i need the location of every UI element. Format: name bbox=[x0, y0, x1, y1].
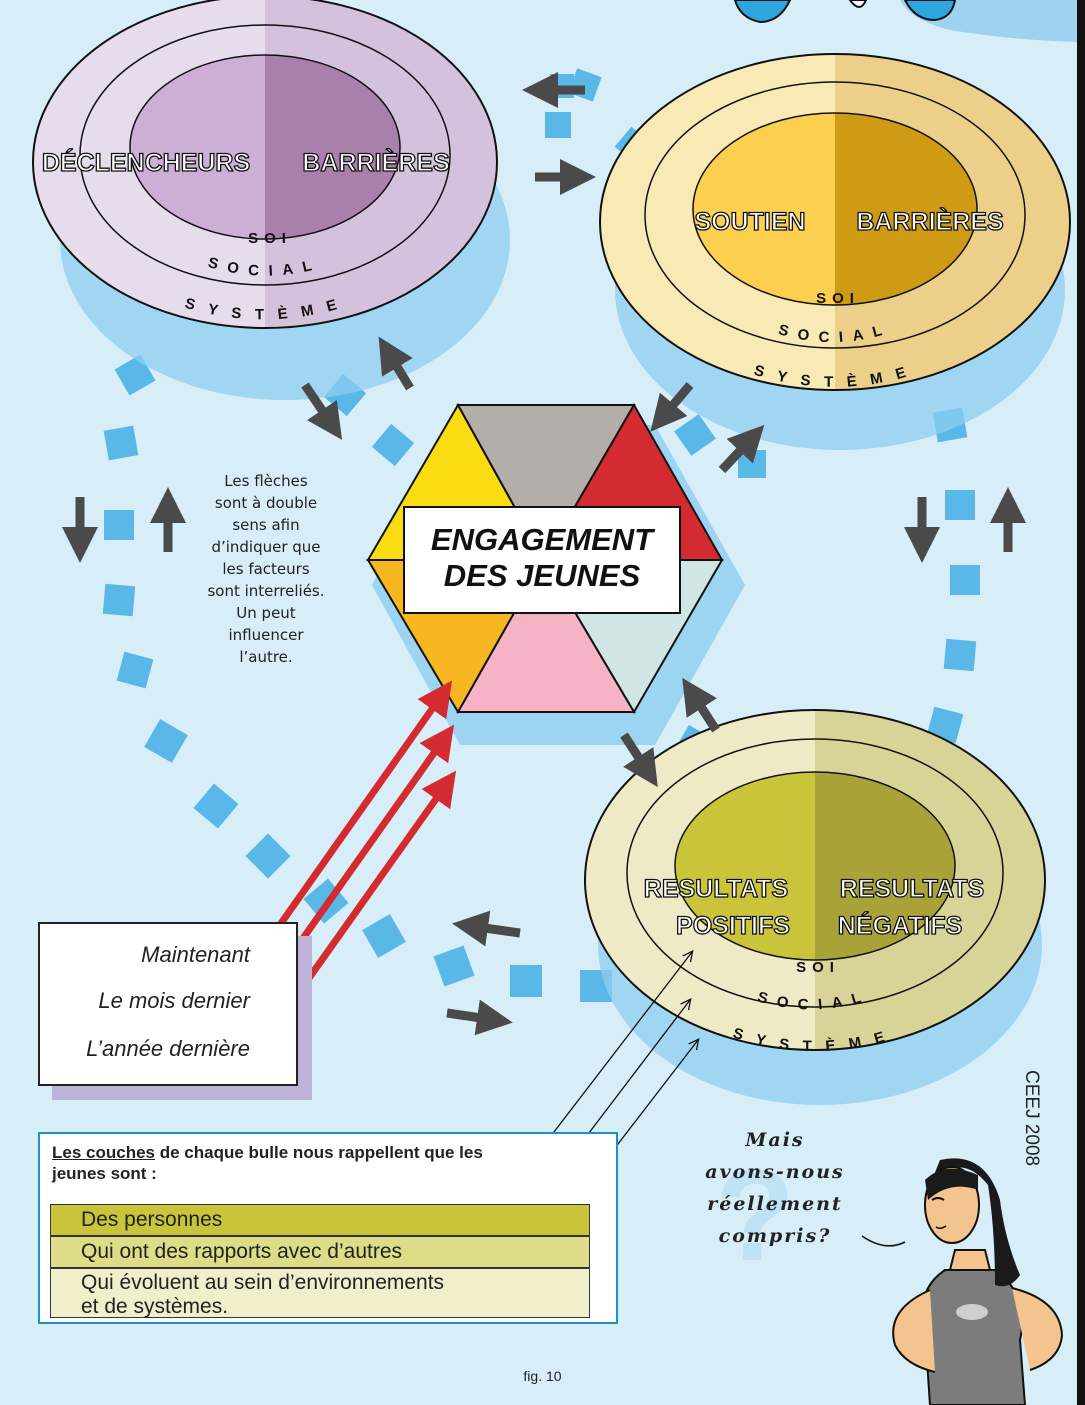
heading-barriers-right: BARRIÈRES bbox=[856, 207, 1003, 236]
bubble-triggers-barriers bbox=[32, 0, 510, 400]
legend-row-self: Des personnes bbox=[50, 1204, 590, 1236]
time-last-year: L’année dernière bbox=[86, 1036, 250, 1061]
legend-row-social: Qui ont des rapports avec d’autres bbox=[50, 1236, 590, 1268]
arrow-right-bottom bbox=[446, 999, 513, 1036]
tr-self-label: SOI bbox=[816, 290, 860, 307]
credit-label: CEEJ 2008 bbox=[1021, 1070, 1042, 1167]
time-now: Maintenant bbox=[141, 942, 250, 967]
heading-support: SOUTIEN bbox=[694, 208, 805, 236]
thinking-girl-illustration bbox=[892, 1158, 1064, 1405]
arrow-now bbox=[255, 680, 453, 959]
bubble-results bbox=[584, 709, 1046, 1105]
center-label-box: ENGAGEMENT DES JEUNES bbox=[403, 506, 681, 614]
question-text: Mais avons-nous réellement compris? bbox=[705, 1129, 845, 1247]
legend-heading-underlined: Les couches bbox=[52, 1143, 155, 1162]
figure-caption: fig. 10 bbox=[523, 1368, 562, 1384]
question-mark-decor: ? bbox=[715, 1142, 794, 1288]
arrow-up-right-bubble bbox=[718, 424, 765, 474]
heading-positive-results-line1: RESULTATS bbox=[644, 875, 788, 903]
tl-self-label: SOI bbox=[248, 230, 292, 247]
legend-heading-rest: de chaque bulle nous rappellent que les … bbox=[52, 1143, 483, 1183]
center-label-line2: DES JEUNES bbox=[443, 558, 641, 593]
corner-decoration bbox=[733, 0, 1077, 42]
arrow-down-left-bubble bbox=[301, 382, 343, 440]
arrow-down-results bbox=[620, 732, 658, 788]
legend-row-system: Qui évoluent au sein d’environnements et… bbox=[50, 1268, 590, 1318]
layers-legend: Les couches de chaque bulle nous rappell… bbox=[38, 1132, 618, 1324]
center-label-line1: ENGAGEMENT bbox=[430, 522, 654, 557]
br-self-label: SOI bbox=[796, 959, 840, 976]
side-note: Les flèches sont à double sens afin d’in… bbox=[207, 472, 325, 666]
arrow-up-left-bubble bbox=[378, 336, 414, 391]
speech-tail bbox=[861, 1235, 906, 1247]
arrow-down-right-bubble bbox=[650, 382, 694, 432]
heading-triggers: DÉCLENCHEURS bbox=[42, 148, 250, 177]
flow-arrows bbox=[62, 72, 1026, 1036]
arrow-left-bottom bbox=[452, 910, 521, 947]
legend-heading: Les couches de chaque bulle nous rappell… bbox=[52, 1142, 522, 1184]
time-last-month: Le mois dernier bbox=[98, 988, 250, 1013]
heading-negative-results-line2: NÉGATIFS bbox=[838, 911, 963, 940]
time-periods-box: Maintenant Le mois dernier L’année derni… bbox=[38, 922, 298, 1086]
heading-negative-results-line1: RESULTATS bbox=[840, 875, 984, 903]
heading-barriers-left: BARRIÈRES bbox=[302, 148, 449, 177]
bubble-headings: DÉCLENCHEURS BARRIÈRES SOUTIEN BARRIÈRES… bbox=[41, 147, 1004, 940]
heading-positive-results-line2: POSITIFS bbox=[676, 912, 790, 940]
bubble-support-barriers bbox=[599, 53, 1071, 450]
arrow-up-results bbox=[682, 677, 720, 733]
